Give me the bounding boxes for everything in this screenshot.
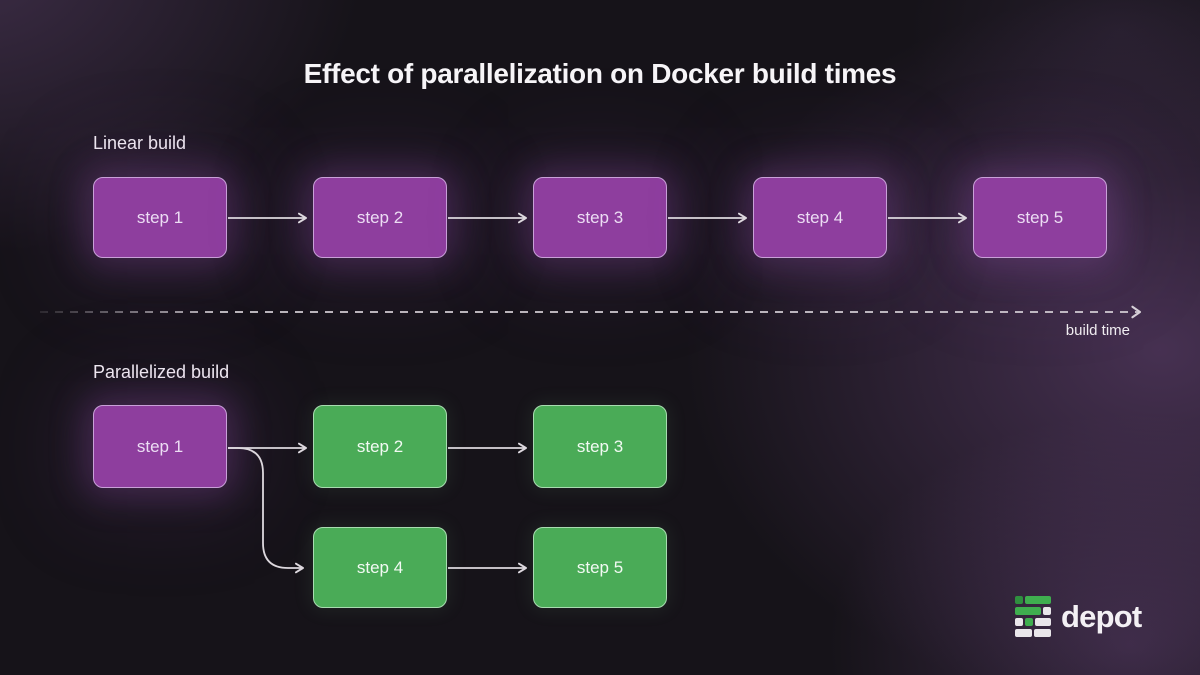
linear-step-4-box: step 4 [753,177,887,258]
build-time-label: build time [1065,322,1130,339]
step-label: step 2 [356,207,404,227]
parallel-step-1-box: step 1 [93,405,227,488]
step-label: step 3 [576,436,624,456]
depot-logo: depot [1014,595,1142,639]
linear-step-1-box: step 1 [93,177,227,258]
step-label: step 2 [356,436,404,456]
step-label: step 1 [136,207,184,227]
step-label: step 3 [576,207,624,227]
linear-build-label: Linear build [93,133,187,153]
arrow-parallel-1-4-branch [228,447,304,574]
linear-step-5-box: step 5 [973,177,1107,258]
parallel-step-4-box: step 4 [313,527,447,608]
step-label: step 1 [136,436,184,456]
step-label: step 4 [356,557,404,577]
parallel-step-5-box: step 5 [533,527,667,608]
step-label: step 5 [576,557,624,577]
step-label: step 5 [1016,207,1064,227]
parallel-step-3-box: step 3 [533,405,667,488]
step-label: step 4 [796,207,844,227]
linear-step-2-box: step 2 [313,177,447,258]
linear-step-3-box: step 3 [533,177,667,258]
depot-logo-icon [1015,596,1051,637]
depot-wordmark: depot [1061,599,1142,634]
page-title: Effect of parallelization on Docker buil… [303,58,897,89]
parallel-step-2-box: step 2 [313,405,447,488]
parallelized-build-label: Parallelized build [93,362,230,382]
